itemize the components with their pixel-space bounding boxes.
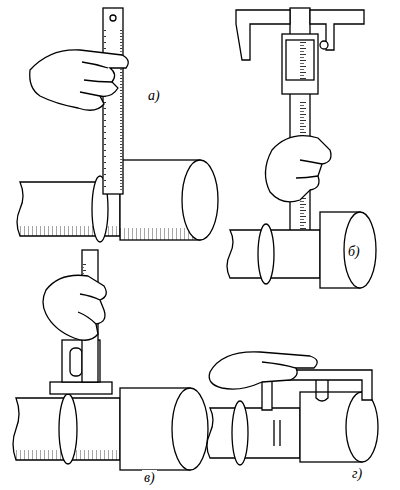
panel-letter: а) — [146, 88, 162, 103]
panel-letter: г) — [350, 466, 364, 481]
panel-g — [207, 352, 378, 465]
panel-v — [13, 250, 208, 470]
panel-letter: в) — [142, 470, 157, 485]
panel-letter: б) — [346, 244, 362, 259]
panel-b — [227, 8, 376, 288]
panel-a — [17, 8, 218, 242]
